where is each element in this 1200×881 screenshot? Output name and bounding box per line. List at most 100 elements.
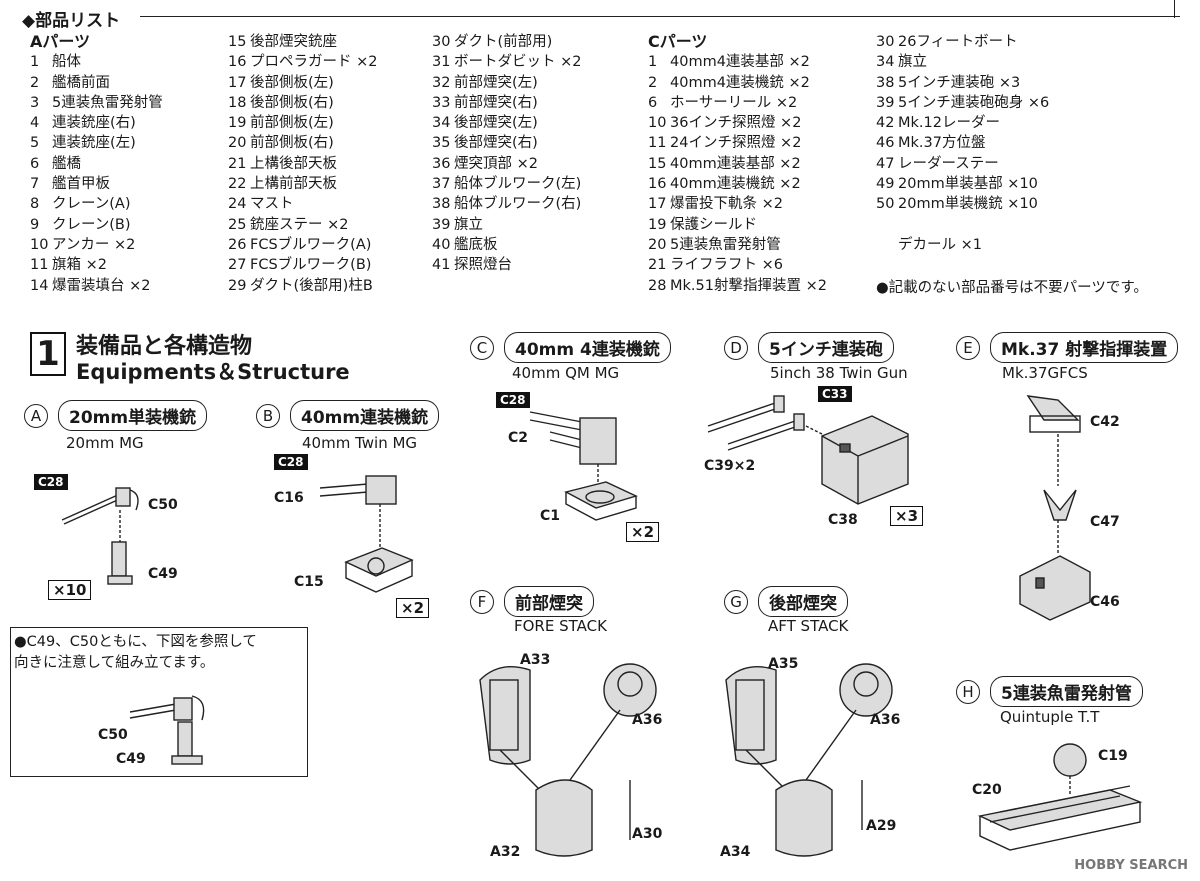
part-name: ホーサーリール ×2 [670,94,798,111]
section-b-en: 40mm Twin MG [302,434,418,452]
label-c15: C15 [294,574,324,590]
section-g-en: AFT STACK [768,617,849,635]
part-name: 艦橋前面 [52,74,110,91]
part-name: 上構前部天板 [250,176,337,193]
part-name: 船体ブルワーク(左) [454,176,582,193]
label-a33: A33 [520,652,551,668]
part-name: 後部煙突銃座 [250,34,337,50]
part-name: ダクト(前部用) [454,34,553,50]
label-c16: C16 [274,490,304,506]
part-name: 5連装魚雷発射管 [670,236,781,253]
20mm-mg-drawing [61,487,139,585]
fore-stack-drawing [479,663,657,857]
part-number: 8 [30,196,40,213]
section-b-heading: B 40mm連装機銃 [256,400,440,431]
section-letter: F [470,589,494,614]
multiplier-badge: ×2 [396,598,430,618]
label-c47: C47 [1090,514,1120,530]
part-number: 46 [876,135,895,152]
label-c42: C42 [1090,414,1120,430]
section-title: 20mm単装機銃 [58,400,208,431]
label-c19: C19 [1098,748,1128,764]
part-number: 28 [648,277,667,294]
part-name: 26フィートボート [898,34,1018,50]
section-a-en: 20mm MG [66,434,144,452]
part-number: 39 [432,216,451,233]
part-number: 19 [648,216,667,233]
part-number: 29 [228,277,247,294]
section-letter: E [956,335,980,360]
note-detail-drawing [129,695,205,765]
torpedo-tube-drawing [977,743,1143,851]
part-name: 連装銃座(右) [52,115,136,132]
section-d-en: 5inch 38 Twin Gun [770,364,908,382]
part-name: ダクト(後部用)柱B [250,277,373,294]
part-name: 前部側板(右) [250,135,334,152]
part-name: 後部側板(右) [250,94,334,111]
part-number: 15 [228,34,247,50]
label-a29: A29 [866,818,897,834]
part-number: 16 [228,54,247,71]
part-name: 40mm4連装基部 ×2 [670,54,810,71]
part-name: 20mm単装機銃 ×10 [898,196,1038,213]
part-number: 19 [228,115,247,132]
step-title-jp: 装備品と各構造物 [76,334,253,359]
section-letter: D [724,335,748,360]
part-name: Mk.12レーダー [898,115,1000,132]
part-number: 49 [876,176,895,193]
part-name: レーダーステー [898,155,999,172]
section-title: 後部煙突 [758,586,848,617]
part-number: 2 [648,74,658,91]
part-number: 35 [432,135,451,152]
section-a-heading: A 20mm単装機銃 [24,400,208,431]
section-d-heading: D 5インチ連装砲 [724,332,894,363]
part-number: 34 [432,115,451,132]
part-name: 前部煙突(右) [454,94,538,111]
mk37-gfcs-drawing [1019,395,1091,621]
label-a32: A32 [490,844,521,860]
part-name: デカール ×1 [898,236,982,253]
section-letter: G [724,589,748,614]
section-c-en: 40mm QM MG [512,364,620,382]
part-number: 34 [876,54,895,71]
part-number: 36 [432,155,451,172]
label-c49: C49 [116,751,146,767]
part-number: 21 [648,257,667,274]
part-name: Mk.51射撃指揮装置 ×2 [670,277,827,294]
part-number: 25 [228,216,247,233]
part-name: 保護シールド [670,216,757,233]
part-name: クレーン(A) [52,196,131,213]
label-c49: C49 [148,566,178,582]
label-c2: C2 [508,430,529,446]
multiplier-badge: ×3 [890,506,924,526]
part-list-item [876,215,1049,235]
multiplier-badge: ×2 [626,522,660,542]
part-name: 5インチ連装砲砲身 ×6 [898,94,1050,111]
label-c33: C33 [818,386,852,402]
part-name: 艦橋 [52,155,81,172]
note-line-2: 向きに注意して組み立てます。 [14,655,215,671]
part-number: 31 [432,54,451,71]
